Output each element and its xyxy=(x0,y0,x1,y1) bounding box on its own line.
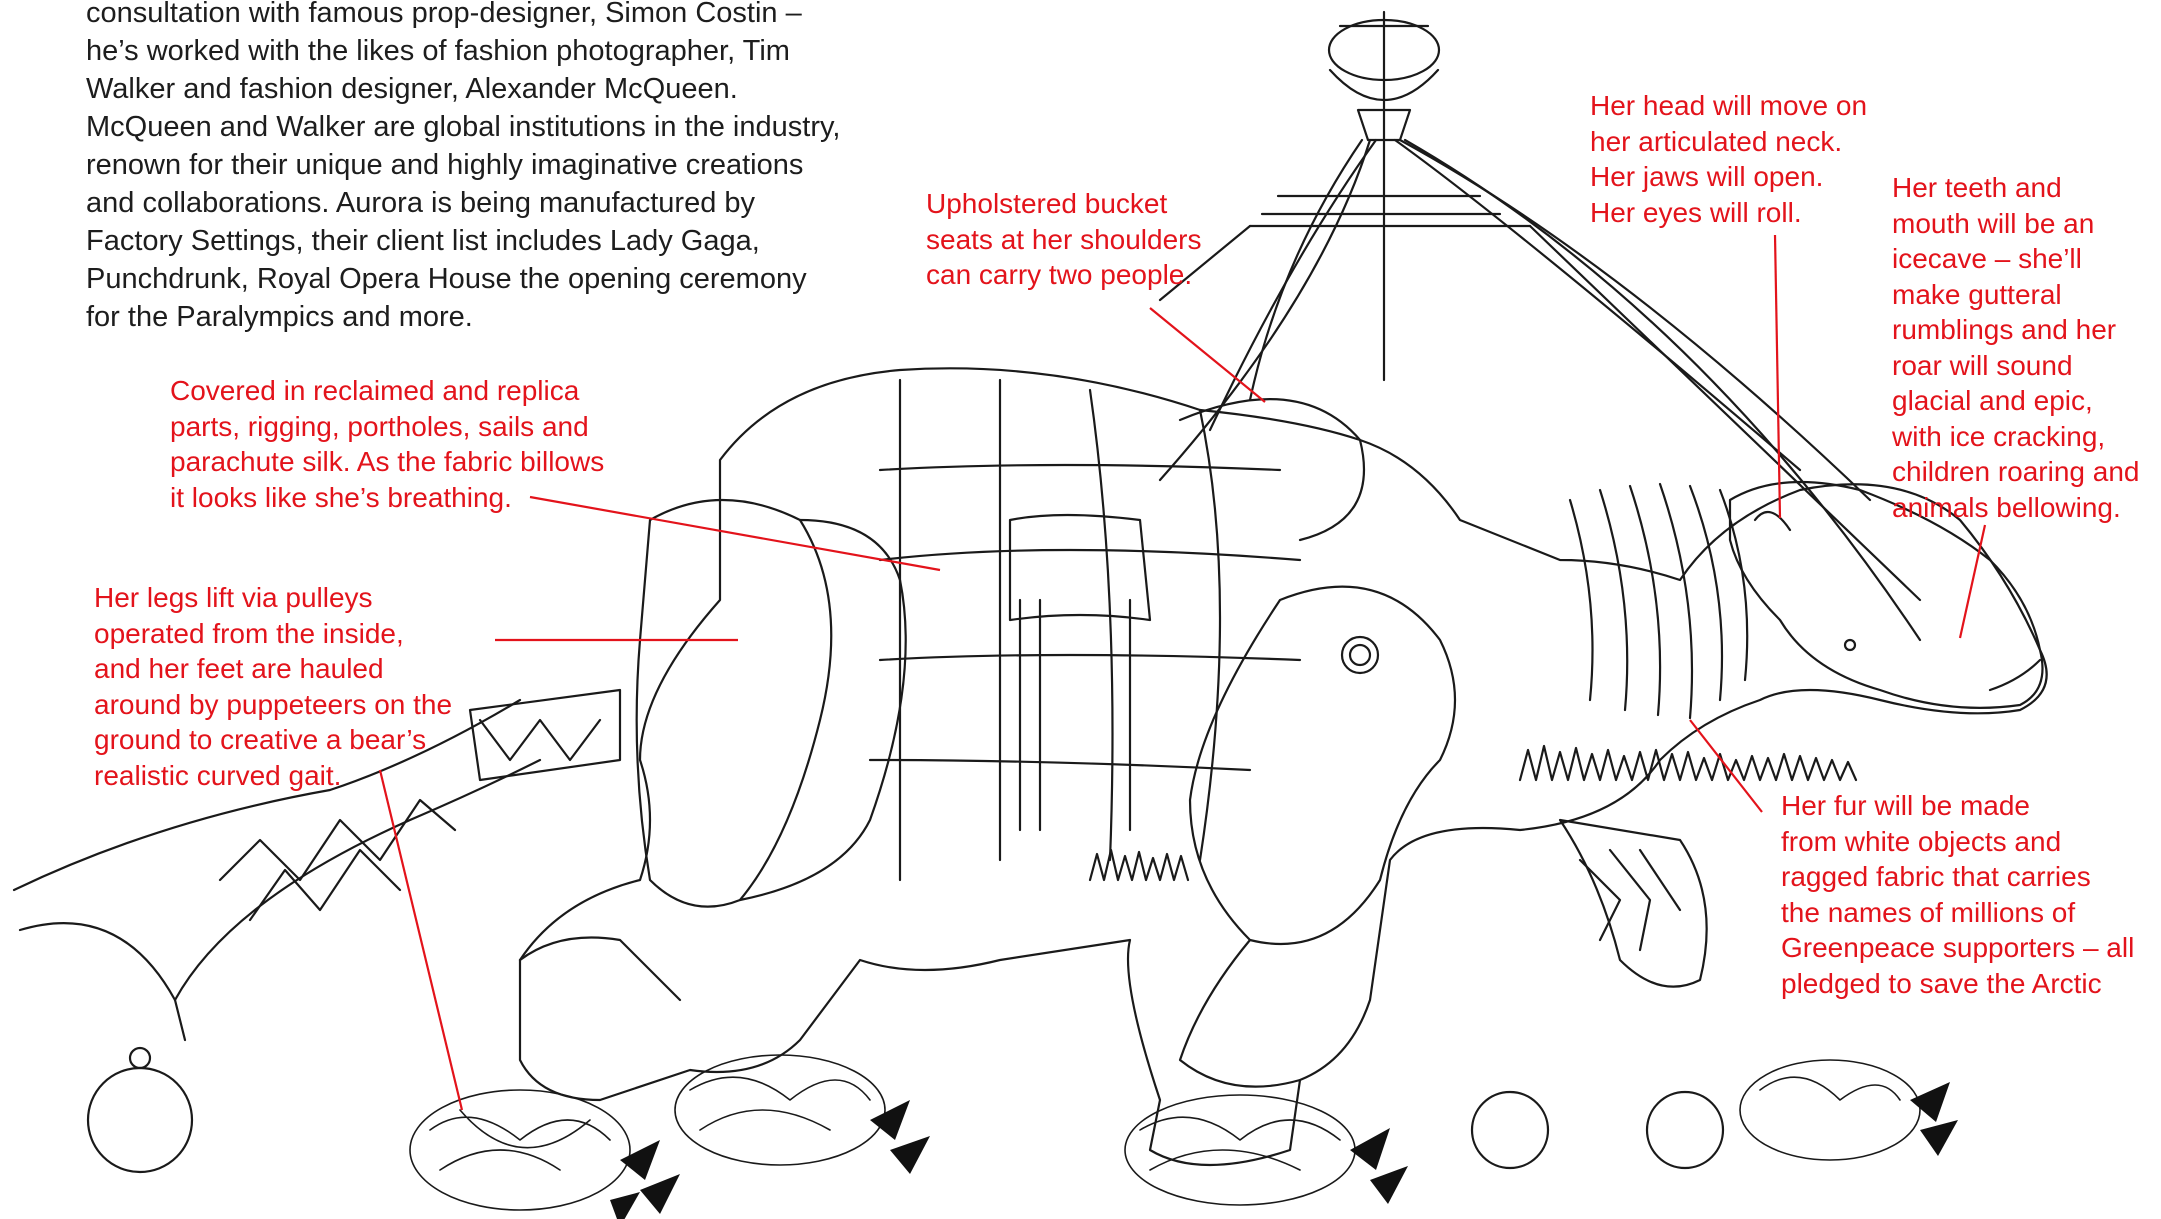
front-leg-panel xyxy=(1190,587,1455,944)
intro-paragraph: consultation with famous prop-designer, … xyxy=(86,0,966,336)
leader-lines xyxy=(380,235,1985,1110)
paws xyxy=(410,1055,1920,1210)
neck-rings xyxy=(1570,484,1747,718)
bear-body-outline xyxy=(520,368,2047,1165)
annotation-legs: Her legs lift via pulleys operated from … xyxy=(94,580,452,793)
annotation-teeth: Her teeth and mouth will be an icecave –… xyxy=(1892,170,2140,525)
fur-tufts xyxy=(1520,746,1856,780)
annotation-covering: Covered in reclaimed and replica parts, … xyxy=(170,373,604,515)
wheel xyxy=(1472,1092,1548,1168)
annotation-head: Her head will move on her articulated ne… xyxy=(1590,88,1867,230)
claws xyxy=(610,1082,1958,1219)
wheel xyxy=(1647,1092,1723,1168)
annotation-bucket-seats: Upholstered bucket seats at her shoulder… xyxy=(926,186,1202,293)
hind-leg-panel xyxy=(637,500,832,907)
body-panels xyxy=(870,380,1364,880)
annotation-fur: Her fur will be made from white objects … xyxy=(1781,788,2134,1001)
